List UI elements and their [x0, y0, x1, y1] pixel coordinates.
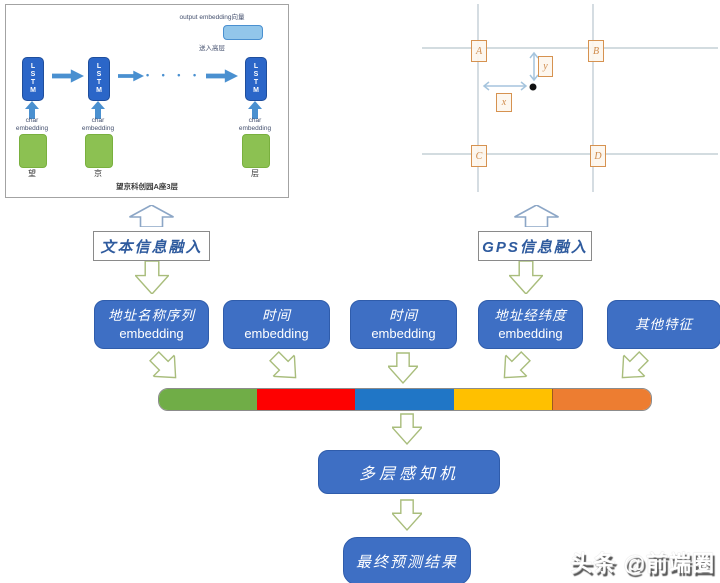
gps-grid — [422, 4, 718, 192]
x-axis-tag: x — [496, 93, 512, 112]
embedding-box-time-2: 时间 embedding — [350, 300, 457, 349]
sequence-ellipsis: • • • • • — [146, 70, 217, 80]
hollow-down-arrow-icon — [392, 413, 422, 446]
embedding-box-other-features: 其他特征 — [607, 300, 720, 349]
concat-feature-bar — [158, 388, 652, 411]
feature-bar-segment-orange — [551, 389, 651, 410]
embedding-box-line1: 时间 — [389, 308, 418, 323]
up-arrow-icon — [248, 101, 262, 119]
gps-point-dot — [529, 83, 537, 91]
right-arrow-icon — [52, 69, 84, 83]
right-arrow-icon — [118, 70, 144, 82]
char-input-box-1 — [19, 134, 47, 168]
embedding-box-address-name: 地址名称序列 embedding — [94, 300, 209, 349]
embedding-box-time-1: 时间 embedding — [223, 300, 330, 349]
hollow-downleft-arrow-icon — [621, 351, 649, 379]
gps-fusion-label: GPS信息融入 — [478, 231, 592, 261]
hollow-downright-arrow-icon — [269, 351, 297, 379]
mlp-box: 多层感知机 — [318, 450, 500, 494]
embedding-box-line1: 地址名称序列 — [108, 308, 195, 323]
feature-bar-segment-blue — [355, 389, 454, 410]
char-glyph-3: 层 — [251, 169, 259, 178]
hollow-down-arrow-icon — [388, 352, 418, 385]
embedding-box-latlon: 地址经纬度 embedding — [478, 300, 583, 349]
embedding-box-line1: 其他特征 — [635, 316, 693, 332]
embedding-box-line2: embedding — [498, 326, 563, 341]
output-feed-label: 送入高层 — [199, 45, 225, 52]
text-fusion-label: 文本信息融入 — [93, 231, 210, 261]
grid-corner-b: B — [588, 40, 604, 62]
feature-bar-segment-red — [257, 389, 356, 410]
char-embedding-label: char embedding — [81, 117, 115, 132]
watermark-text: 头条 @前端圈 — [570, 551, 715, 576]
hollow-up-arrow-icon — [514, 205, 559, 227]
lstm-block-label: LSTM — [30, 63, 36, 94]
up-arrow-icon — [91, 101, 105, 119]
up-arrow-icon — [25, 101, 39, 119]
feature-bar-segment-yellow — [453, 389, 552, 410]
final-result-label: 最终预测结果 — [355, 553, 458, 571]
char-embedding-label: char embedding — [15, 117, 49, 132]
char-glyph-1: 望 — [28, 169, 36, 178]
embedding-box-line2: embedding — [244, 326, 309, 341]
embedding-box-line2: embedding — [371, 326, 436, 341]
lstm-inset-panel: LSTM char embedding 望 LSTM char embeddin… — [5, 4, 289, 198]
lstm-block-3: LSTM — [245, 57, 267, 101]
lstm-block-1: LSTM — [22, 57, 44, 101]
x-distance-arrow — [482, 81, 528, 91]
output-embedding-box — [223, 25, 263, 40]
grid-corner-a: A — [471, 40, 487, 62]
hollow-downright-arrow-icon — [149, 351, 177, 379]
lstm-block-label: LSTM — [96, 63, 102, 94]
lstm-block-label: LSTM — [253, 63, 259, 94]
final-result-box: 最终预测结果 — [343, 537, 471, 583]
mlp-label: 多层感知机 — [358, 466, 459, 483]
y-axis-tag: y — [538, 56, 553, 77]
y-distance-arrow — [529, 51, 539, 82]
output-embedding-label: output embedding向量 — [179, 14, 245, 21]
char-input-box-2 — [85, 134, 113, 168]
char-input-box-3 — [242, 134, 270, 168]
embedding-box-line1: 地址经纬度 — [494, 308, 567, 323]
inset-caption: 望京科创园A座3层 — [115, 182, 179, 191]
hollow-downleft-arrow-icon — [503, 351, 531, 379]
lstm-block-2: LSTM — [88, 57, 110, 101]
grid-corner-d: D — [590, 145, 606, 167]
hollow-up-arrow-icon — [129, 205, 174, 227]
grid-corner-c: C — [471, 145, 487, 167]
hollow-down-arrow-icon — [392, 499, 422, 532]
hollow-down-arrow-icon — [509, 261, 543, 294]
embedding-box-line2: embedding — [119, 326, 184, 341]
feature-bar-segment-green — [159, 389, 258, 410]
char-embedding-label: char embedding — [238, 117, 272, 132]
right-arrow-icon — [206, 69, 238, 83]
embedding-box-line1: 时间 — [262, 308, 291, 323]
hollow-down-arrow-icon — [135, 261, 169, 294]
char-glyph-2: 京 — [94, 169, 102, 178]
